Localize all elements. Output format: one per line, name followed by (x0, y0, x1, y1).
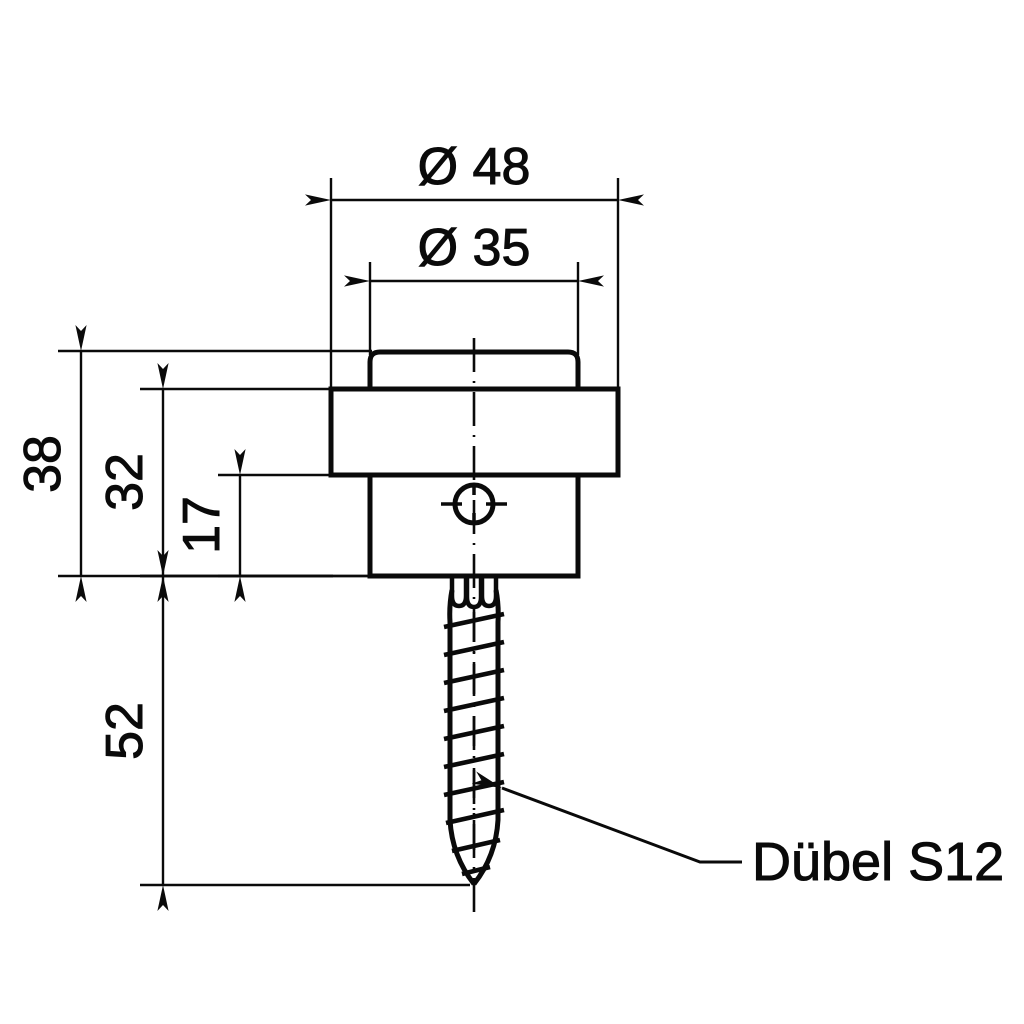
flange-ring (328, 386, 621, 478)
dimension-height-32 (140, 363, 333, 602)
dim-label-length-52: 52 (96, 702, 154, 760)
dim-label-height-38: 38 (14, 435, 72, 493)
callout-leader-duebel (471, 771, 742, 864)
dimension-height-17 (218, 449, 372, 602)
dim-label-diameter-35: Ø 35 (418, 219, 531, 277)
wood-screw-anchor (443, 576, 505, 886)
dimension-length-52 (140, 550, 470, 911)
dim-label-height-32: 32 (96, 453, 154, 511)
dim-label-height-17: 17 (173, 496, 231, 554)
callout-label-duebel: Dübel S12 (752, 832, 1004, 892)
dim-label-diameter-48: Ø 48 (418, 138, 531, 196)
leader-line-duebel (471, 771, 742, 864)
dimension-diameter-35 (344, 262, 604, 355)
dimension-diameter-48 (305, 178, 644, 392)
